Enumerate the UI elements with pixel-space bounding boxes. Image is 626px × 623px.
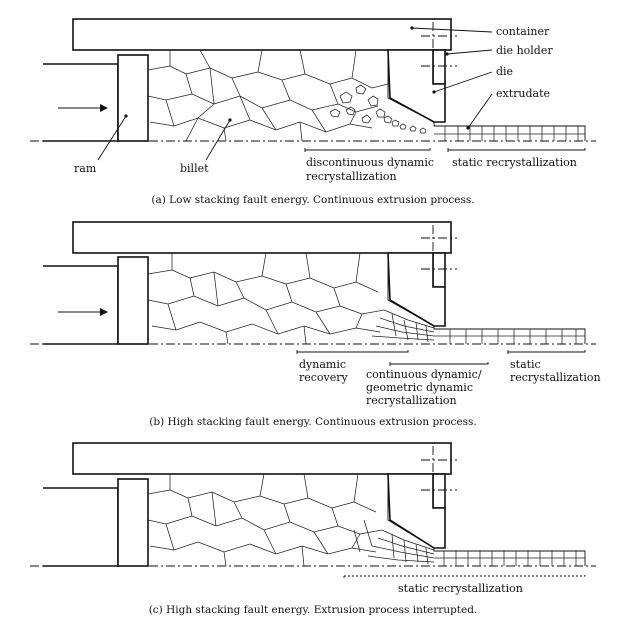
label-die-holder: die holder [496,44,553,57]
ram-plate [117,54,149,142]
zone2-bracket [447,148,586,152]
label-extrudate: extrudate [496,87,550,100]
die [387,473,446,549]
billet-outline [148,252,586,344]
die [387,49,446,123]
grain-network [147,252,385,345]
extrudate-grains [434,329,585,344]
panel-c-high-sfe-interrupted: static recrystallization (c) High stacki… [30,442,596,616]
label-zone2-line3: recrystallization [366,394,457,407]
label-zone1-line1: static recrystallization [398,582,523,595]
caption-a: (a) Low stacking fault energy. Continuou… [151,194,474,206]
leader-dots [124,26,470,130]
panel-a-low-sfe-continuous: container die holder die extrudate ram b… [30,18,596,206]
panel-b-high-sfe-continuous: dynamic recovery continuous dynamic/ geo… [30,221,601,428]
ram [43,487,119,567]
label-zone3-line1: static [510,358,541,371]
label-zone2-line1: continuous dynamic/ [366,368,482,381]
label-container: container [496,25,550,38]
label-zone1-line1: dynamic [299,358,346,371]
ram-direction-arrow [58,104,108,112]
extrudate-grains [434,126,585,141]
caption-c: (c) High stacking fault energy. Extrusio… [149,604,478,616]
die-holder [432,49,446,85]
billet-outline [148,49,586,141]
zone2-bracket [389,362,489,366]
ram [43,63,119,142]
deformation-grains [353,519,435,565]
label-die: die [496,65,513,78]
leader-lines [97,27,493,161]
die-holder [432,473,446,509]
label-ram: ram [74,162,97,175]
zone1-bracket [343,574,586,578]
label-zone2-line1: static recrystallization [452,156,577,169]
zone1-bracket [304,148,431,152]
ram-plate [117,478,149,567]
billet-outline [148,473,586,566]
grain-network [147,49,389,142]
elongated-grains [371,309,435,343]
label-zone2-line2: geometric dynamic [366,381,473,394]
label-billet: billet [180,162,209,175]
caption-b: (b) High stacking fault energy. Continuo… [149,416,476,428]
zone3-bracket [507,350,586,354]
container-block [72,18,452,51]
label-zone1-line1: discontinuous dynamic [306,156,434,169]
label-zone1-line2: recrystallization [306,170,397,183]
container-block [72,442,452,475]
label-zone3-line2: recrystallization [510,371,601,384]
label-zone1-line2: recovery [299,371,349,384]
small-grains [329,84,427,134]
ram-plate [117,256,149,345]
zone1-bracket [296,350,409,354]
ram-direction-arrow [58,308,108,316]
extrudate-grains [434,551,585,566]
container-block [72,221,452,254]
die [387,252,446,327]
grain-network [147,473,383,567]
ram [43,265,119,345]
die-holder [432,252,446,288]
